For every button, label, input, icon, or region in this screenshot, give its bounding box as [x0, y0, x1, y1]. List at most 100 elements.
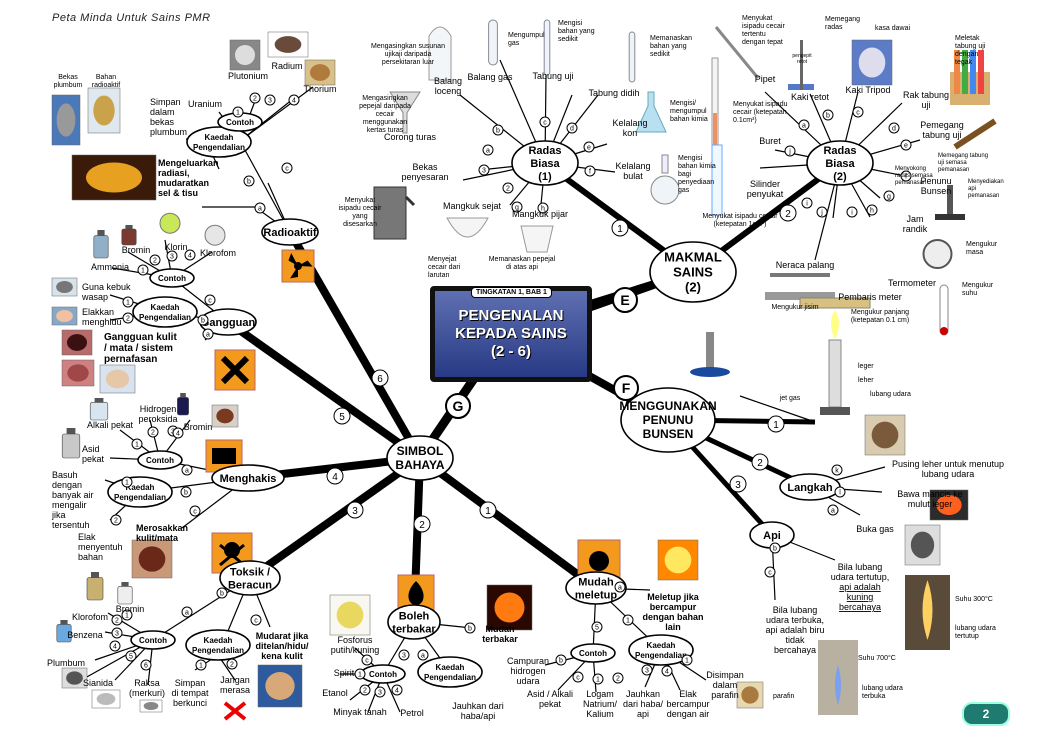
label-line: Memanaskan — [650, 35, 692, 42]
label-line: tertutup — [955, 633, 979, 640]
branch-number: 1 — [122, 296, 134, 308]
branch-number: 5 — [125, 650, 137, 662]
label: Etanol — [322, 688, 348, 698]
node-label: SAINS — [673, 265, 713, 280]
branch-number: 3 — [398, 649, 410, 661]
peroxide-bottle-icon — [177, 393, 189, 416]
svg-text:E: E — [620, 292, 629, 308]
label: Pembaris meter — [838, 292, 902, 302]
label-line: Suhu 300°C — [955, 595, 993, 603]
branch-number: 3 — [374, 686, 386, 698]
flammable-symbol-icon — [397, 574, 435, 612]
svg-text:2: 2 — [126, 316, 130, 323]
label-line: Etanol — [322, 688, 348, 698]
node-label: Kaedah — [436, 663, 465, 672]
thorium-icon — [304, 59, 336, 86]
label-line: Menyukat isipadu cecair — [702, 213, 778, 220]
svg-text:3: 3 — [268, 98, 272, 105]
svg-text:c: c — [856, 110, 860, 117]
label-line: api adalah biru — [765, 625, 824, 635]
svg-text:2: 2 — [151, 430, 155, 437]
label-line: radioaktif — [92, 82, 120, 89]
node-label: Pengendalian — [635, 651, 687, 660]
branch-number: 3 — [729, 475, 747, 493]
branch-number: 1 — [767, 415, 785, 433]
branch-number: 2 — [111, 614, 123, 626]
svg-text:2: 2 — [785, 209, 791, 220]
label-line: Jauhkan — [626, 689, 660, 699]
chlorine-flask-icon — [159, 212, 181, 234]
branch-number: 2 — [122, 312, 134, 324]
label-line: Tabung didih — [588, 88, 639, 98]
label-line: Elak — [679, 689, 697, 699]
node-label: Pengendalian — [193, 143, 245, 152]
node-ct_hak: Contoh — [137, 450, 183, 470]
sick-boy-icon — [257, 664, 303, 708]
svg-text:6: 6 — [144, 663, 148, 670]
svg-text:1: 1 — [199, 663, 203, 670]
label-line: Pusing leher untuk menutup — [892, 459, 1004, 469]
svg-text:c: c — [543, 120, 547, 127]
svg-text:2: 2 — [253, 96, 257, 103]
branch-number: c — [281, 162, 293, 174]
displacement-can-icon — [373, 186, 416, 240]
main-branch — [247, 454, 423, 582]
label-line: terbakar — [482, 634, 518, 644]
svg-text:j: j — [788, 149, 791, 156]
match-icon — [929, 489, 969, 521]
svg-text:b: b — [468, 626, 472, 633]
label-line: Uranium — [188, 99, 222, 109]
branch-number: f — [900, 170, 912, 182]
label-line: kulit/mata — [136, 533, 179, 543]
label-line: pemanasan — [968, 193, 999, 199]
node-label: Biasa — [530, 158, 560, 170]
filter-funnel-icon — [389, 91, 421, 134]
node-radioaktif: Radioaktif — [261, 218, 319, 246]
node-label: BAHAYA — [395, 458, 444, 472]
label: Buka gas — [856, 524, 894, 534]
label-line: Mengasingkan — [362, 95, 408, 102]
svg-text:3: 3 — [352, 506, 358, 517]
branch-number: e — [583, 141, 595, 153]
label-line: uji — [921, 100, 930, 110]
label-line: Bahan — [96, 74, 116, 81]
node-label: Toksik / — [230, 566, 270, 578]
label-line: Raksa — [134, 678, 160, 688]
label-line: Mangkuk sejat — [443, 201, 502, 211]
label: Mangkuk sejat — [443, 201, 502, 211]
label-line: radas — [825, 24, 843, 31]
branch-number: c — [250, 614, 262, 626]
label-line: Thorium — [303, 84, 336, 94]
svg-text:3: 3 — [645, 668, 649, 675]
label: leger — [858, 363, 874, 370]
svg-text:k: k — [835, 468, 839, 475]
label-line: dari haba/ — [623, 699, 664, 709]
label-line: Mengukur jisim — [771, 304, 818, 311]
node-label: (2) — [685, 280, 701, 295]
label-line: Mengukur panjang — [851, 309, 909, 316]
branch-number: h — [866, 204, 878, 216]
label-line: parafin — [711, 690, 739, 700]
node-toksik: Toksik /Beracun — [219, 560, 281, 596]
branch-number: 1 — [354, 668, 366, 680]
label-line: Klorofom — [200, 248, 236, 258]
label: Benzena — [67, 630, 103, 640]
node-label: MAKMAL — [664, 250, 722, 265]
branch-number: b — [492, 124, 504, 136]
branch-number: g — [883, 190, 895, 202]
svg-text:3: 3 — [115, 631, 119, 638]
node-label: Beracun — [228, 579, 272, 591]
label-line: Bawa mancis ke — [897, 489, 963, 499]
label-line: kena kulit — [261, 651, 303, 661]
